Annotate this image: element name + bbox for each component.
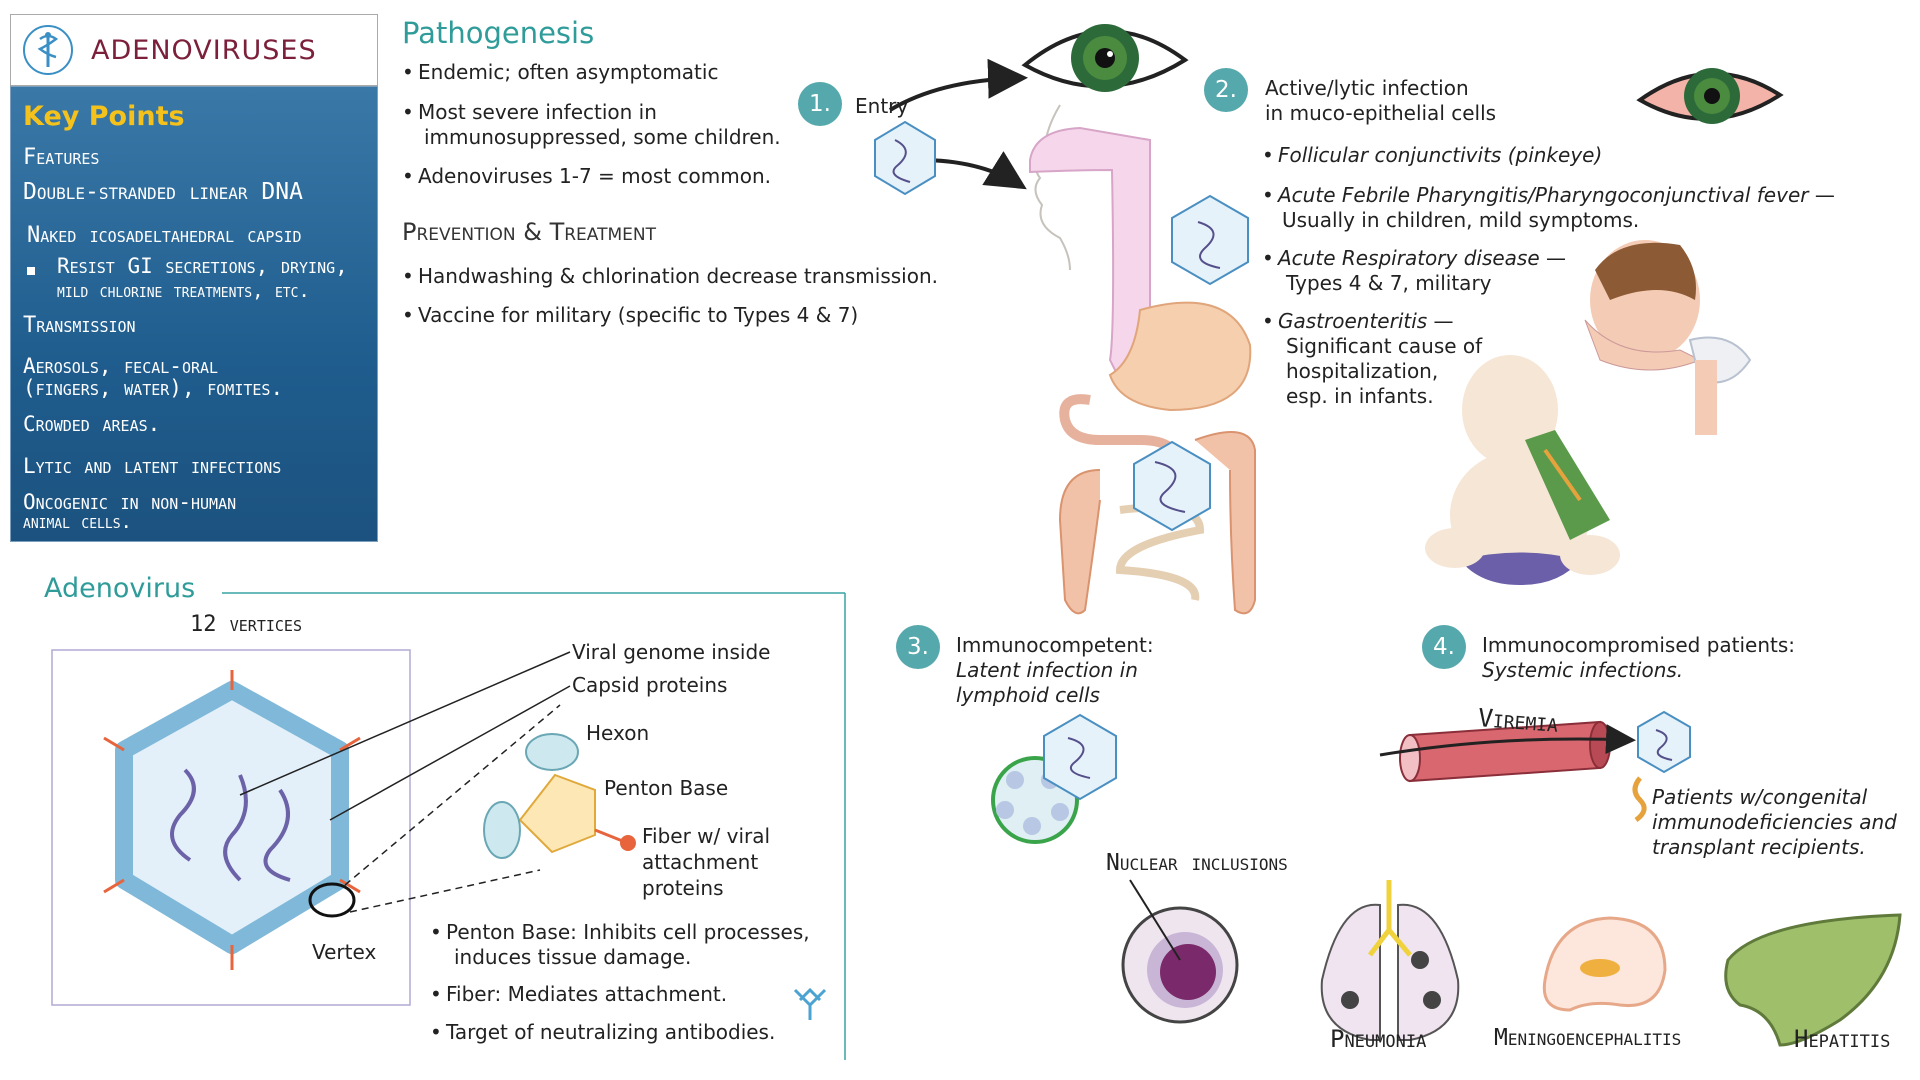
pinkeye-icon	[1636, 68, 1784, 124]
kp-line: animal cells.	[23, 511, 132, 533]
disease-item: •Acute Respiratory disease —	[1262, 246, 1567, 270]
kp-line: Resist GI secretions, drying,	[57, 254, 348, 278]
bullet-item-cont: immunosuppressed, some children.	[424, 125, 781, 149]
note-item: •Fiber: Mediates attachment.	[430, 982, 728, 1006]
virus-hexagon-icon	[874, 120, 936, 196]
vertex-label: Vertex	[312, 940, 377, 964]
nuclear-inclusions-label: Nuclear inclusions	[1106, 850, 1288, 876]
step-1-badge: 1.	[798, 82, 842, 126]
virus-hexagon-icon	[1133, 440, 1211, 532]
header-box: ADENOVIRUSES	[10, 14, 378, 86]
bullet-square-icon	[27, 267, 35, 275]
disease-item: •Gastroenteritis —	[1262, 309, 1454, 333]
disease-detail: esp. in infants.	[1286, 384, 1434, 408]
bullet-item: •Vaccine for military (specific to Types…	[402, 303, 859, 327]
kp-line: Crowded areas.	[23, 412, 161, 436]
antibody-icon	[793, 987, 827, 1020]
disease-item: •Acute Febrile Pharyngitis/Pharyngoconju…	[1262, 183, 1835, 207]
kp-line: (fingers, water), fomites.	[23, 376, 284, 400]
ribbon-icon	[1632, 776, 1647, 823]
fiber-knob	[620, 835, 636, 851]
pneumonia-label: Pneumonia	[1330, 1025, 1427, 1053]
note-item: •Penton Base: Inhibits cell processes,	[430, 920, 810, 944]
virus-hexagon-icon	[1043, 713, 1117, 801]
bullet-item: •Handwashing & chlorination decrease tra…	[402, 264, 938, 288]
meningoencephalitis-label: Meningoencephalitis	[1494, 1025, 1682, 1051]
nuclear-inclusion-cell-icon	[1121, 879, 1239, 1024]
step-4-line: Immunocompromised patients:	[1482, 633, 1796, 657]
brain-icon	[1542, 916, 1667, 1012]
adenovirus-heading: Adenovirus	[44, 573, 204, 604]
virus-hexagon-icon	[1171, 194, 1249, 286]
step-2-line: in muco-epithelial cells	[1265, 101, 1497, 125]
virus-hexagon-icon	[1637, 710, 1691, 774]
digestive-tract-illustration	[1029, 104, 1256, 615]
hexon-label: Hexon	[586, 721, 650, 745]
step-3-badge: 3.	[896, 625, 940, 669]
virion-illustration	[103, 670, 361, 970]
kp-line: Features	[23, 145, 100, 170]
capsid-label: Capsid proteins	[572, 673, 728, 697]
kp-line: Lytic and latent infections	[23, 454, 282, 478]
fiber-label: proteins	[642, 876, 724, 900]
bullet-item: •Most severe infection in	[402, 100, 657, 124]
prevention-heading: Prevention & Treatment	[402, 218, 656, 246]
step-3-line: Immunocompetent:	[956, 633, 1154, 657]
kp-line: Naked icosadeltahedral capsid	[27, 223, 302, 248]
bullet-item: •Endemic; often asymptomatic	[402, 60, 719, 84]
bullet-item: •Adenoviruses 1-7 = most common.	[402, 164, 771, 188]
disease-detail: Significant cause of	[1286, 334, 1483, 358]
entry-label: Entry	[855, 94, 909, 118]
liver-icon	[1724, 913, 1902, 1047]
key-points-panel: Key Points Features Double-stranded line…	[10, 86, 378, 542]
patients-line: Patients w/congenital	[1652, 785, 1868, 809]
note-item-cont: induces tissue damage.	[454, 945, 692, 969]
fiber-label: attachment	[642, 850, 759, 874]
coughing-child-illustration	[1584, 240, 1752, 435]
pathogenesis-heading: Pathogenesis	[402, 16, 595, 50]
step-2-line: Active/lytic infection	[1265, 76, 1469, 100]
patients-line: transplant recipients.	[1652, 835, 1866, 859]
lungs-icon	[1320, 880, 1460, 1041]
viremia-label: Viremia	[1477, 703, 1559, 738]
note-item: •Target of neutralizing antibodies.	[430, 1020, 776, 1044]
step-3-line: Latent infection in	[956, 658, 1138, 682]
step-4-badge: 4.	[1422, 625, 1466, 669]
kp-line: Double-stranded linear DNA	[23, 179, 303, 205]
penton-base-shape	[518, 773, 596, 854]
fiber-label: Fiber w/ viral	[642, 824, 771, 848]
hexon-shape	[483, 801, 521, 859]
kp-line: mild chlorine treatments, etc.	[57, 280, 310, 302]
hexon-shape	[525, 733, 579, 771]
step-3-line: lymphoid cells	[956, 683, 1100, 707]
disease-detail: Types 4 & 7, military	[1286, 271, 1492, 295]
blood-vessel-icon	[1379, 720, 1636, 783]
patients-line: immunodeficiencies and	[1652, 810, 1897, 834]
disease-detail: Usually in children, mild symptoms.	[1282, 208, 1640, 232]
kp-line: Transmission	[23, 313, 136, 338]
page-title: ADENOVIRUSES	[91, 35, 317, 66]
step-2-badge: 2.	[1204, 68, 1248, 112]
kp-line: Oncogenic in non-human	[23, 490, 237, 514]
entry-arrow-eye	[888, 58, 1028, 112]
key-points-title: Key Points	[23, 101, 185, 132]
genome-label: Viral genome inside	[572, 640, 771, 664]
disease-detail: hospitalization,	[1286, 359, 1439, 383]
kp-line: Aerosols, fecal-oral	[23, 354, 219, 378]
vertices-label: 12 vertices	[190, 612, 302, 637]
disease-item: •Follicular conjunctivits (pinkeye)	[1262, 143, 1603, 167]
step-4-line: Systemic infections.	[1482, 658, 1684, 682]
eye-icon	[1021, 24, 1189, 92]
penton-label: Penton Base	[604, 776, 729, 800]
hepatitis-label: Hepatitis	[1794, 1025, 1891, 1053]
caduceus-logo-icon	[23, 25, 73, 75]
baby-vomiting-illustration	[1425, 355, 1620, 585]
